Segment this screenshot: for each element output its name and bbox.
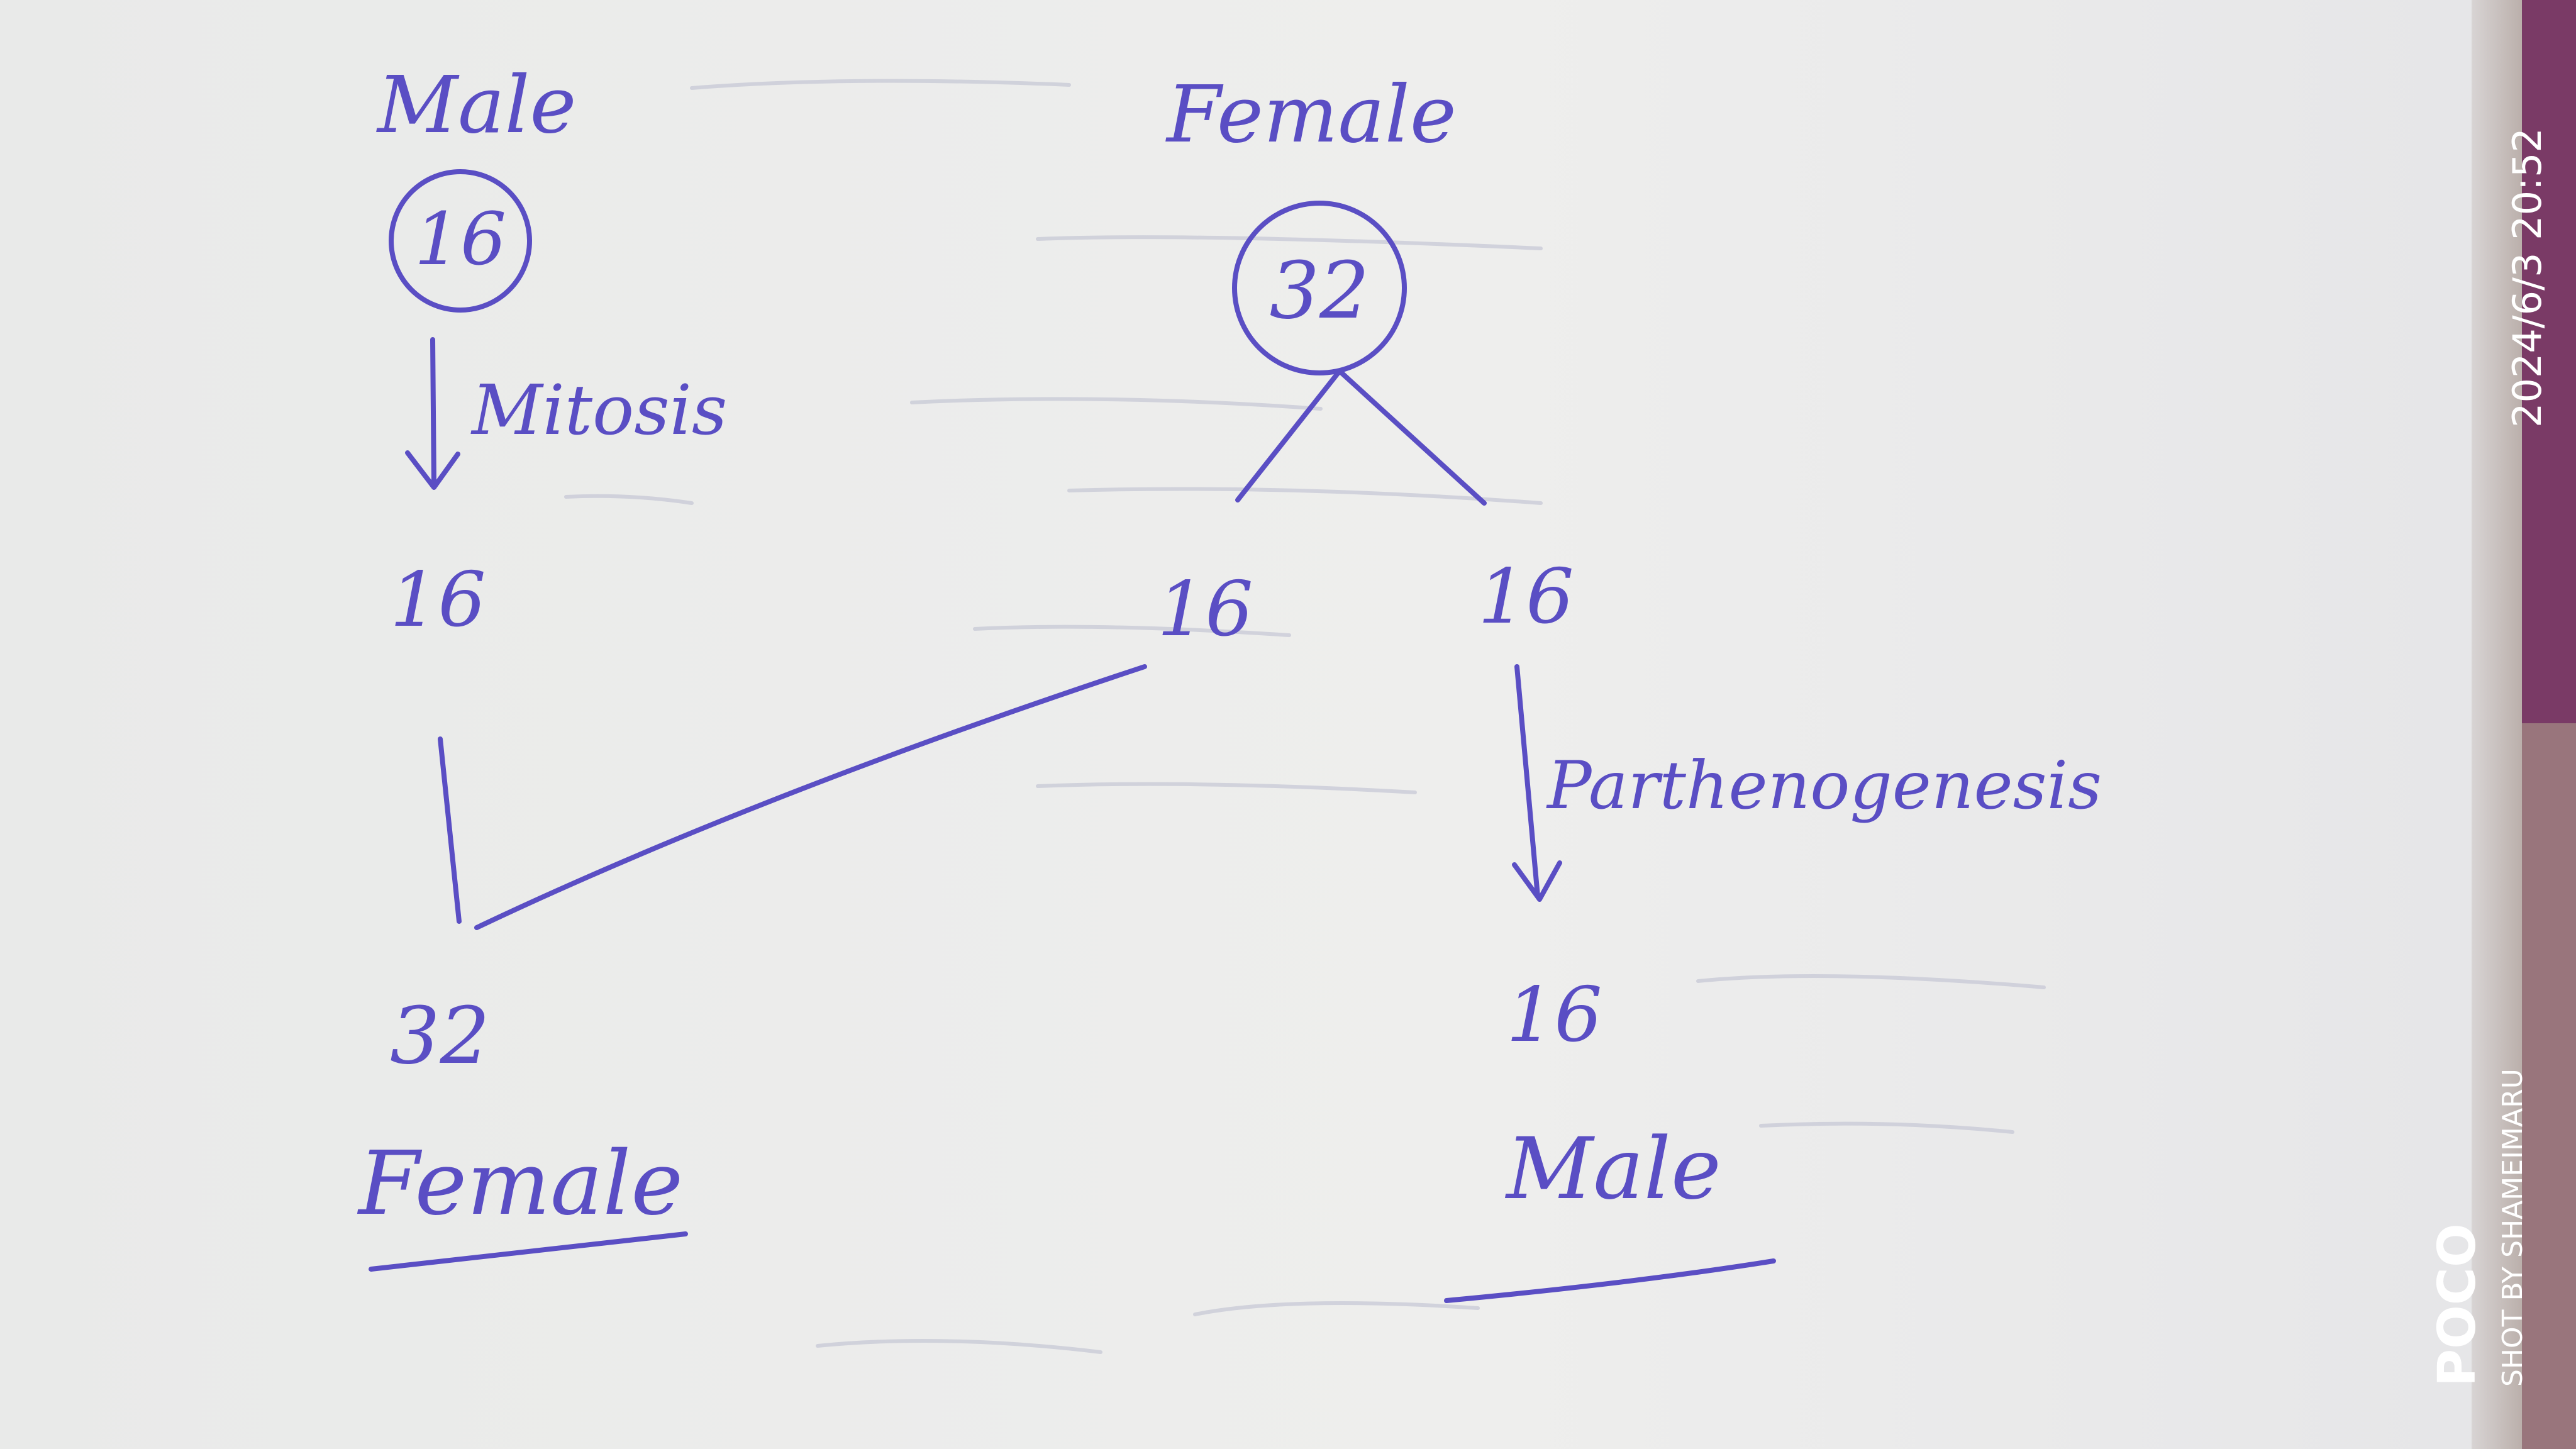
cross-join-line (474, 664, 1147, 930)
top-left-label: Male (376, 60, 576, 151)
top-right-label: Female (1165, 69, 1457, 160)
watermark-timestamp: 2024/6/3 20:52 (2504, 128, 2550, 428)
parthenogenesis-arrow-shaft (1514, 664, 1540, 899)
mitosis-arrow-shaft (430, 337, 436, 487)
top-right-count: 32 (1269, 245, 1369, 336)
top-right-count-circle (1232, 201, 1407, 375)
split-right-count: 16 (1478, 553, 1574, 641)
result-left-count: 32 (390, 991, 490, 1082)
result-right-label: Male (1504, 1119, 1721, 1218)
result-right-count: 16 (1506, 972, 1602, 1059)
top-left-count: 16 (414, 197, 506, 282)
watermark-credit: SHOT BY SHAMEIMARU (2497, 1069, 2529, 1387)
page-edge (2472, 0, 2528, 1449)
left-join-line (438, 736, 462, 924)
watermark-brand: POCO (2428, 1223, 2487, 1387)
top-left-count-circle (389, 169, 532, 313)
show-through-text (564, 79, 2046, 1354)
cloth-lower (2522, 723, 2576, 1449)
paper-page (0, 0, 2478, 1449)
mitosis-arrowhead (405, 450, 460, 490)
result-right-underline (1444, 1258, 1776, 1303)
split-lines (1235, 369, 1487, 506)
result-left-underline (369, 1231, 688, 1272)
result-left-label: Female (357, 1133, 683, 1235)
mitosis-label: Mitosis (470, 370, 727, 450)
parthenogenesis-label: Parthenogenesis (1546, 747, 2102, 824)
parthenogenesis-arrowhead (1512, 860, 1562, 902)
split-left-count: 16 (1157, 566, 1253, 653)
left-mid-count: 16 (390, 557, 486, 644)
